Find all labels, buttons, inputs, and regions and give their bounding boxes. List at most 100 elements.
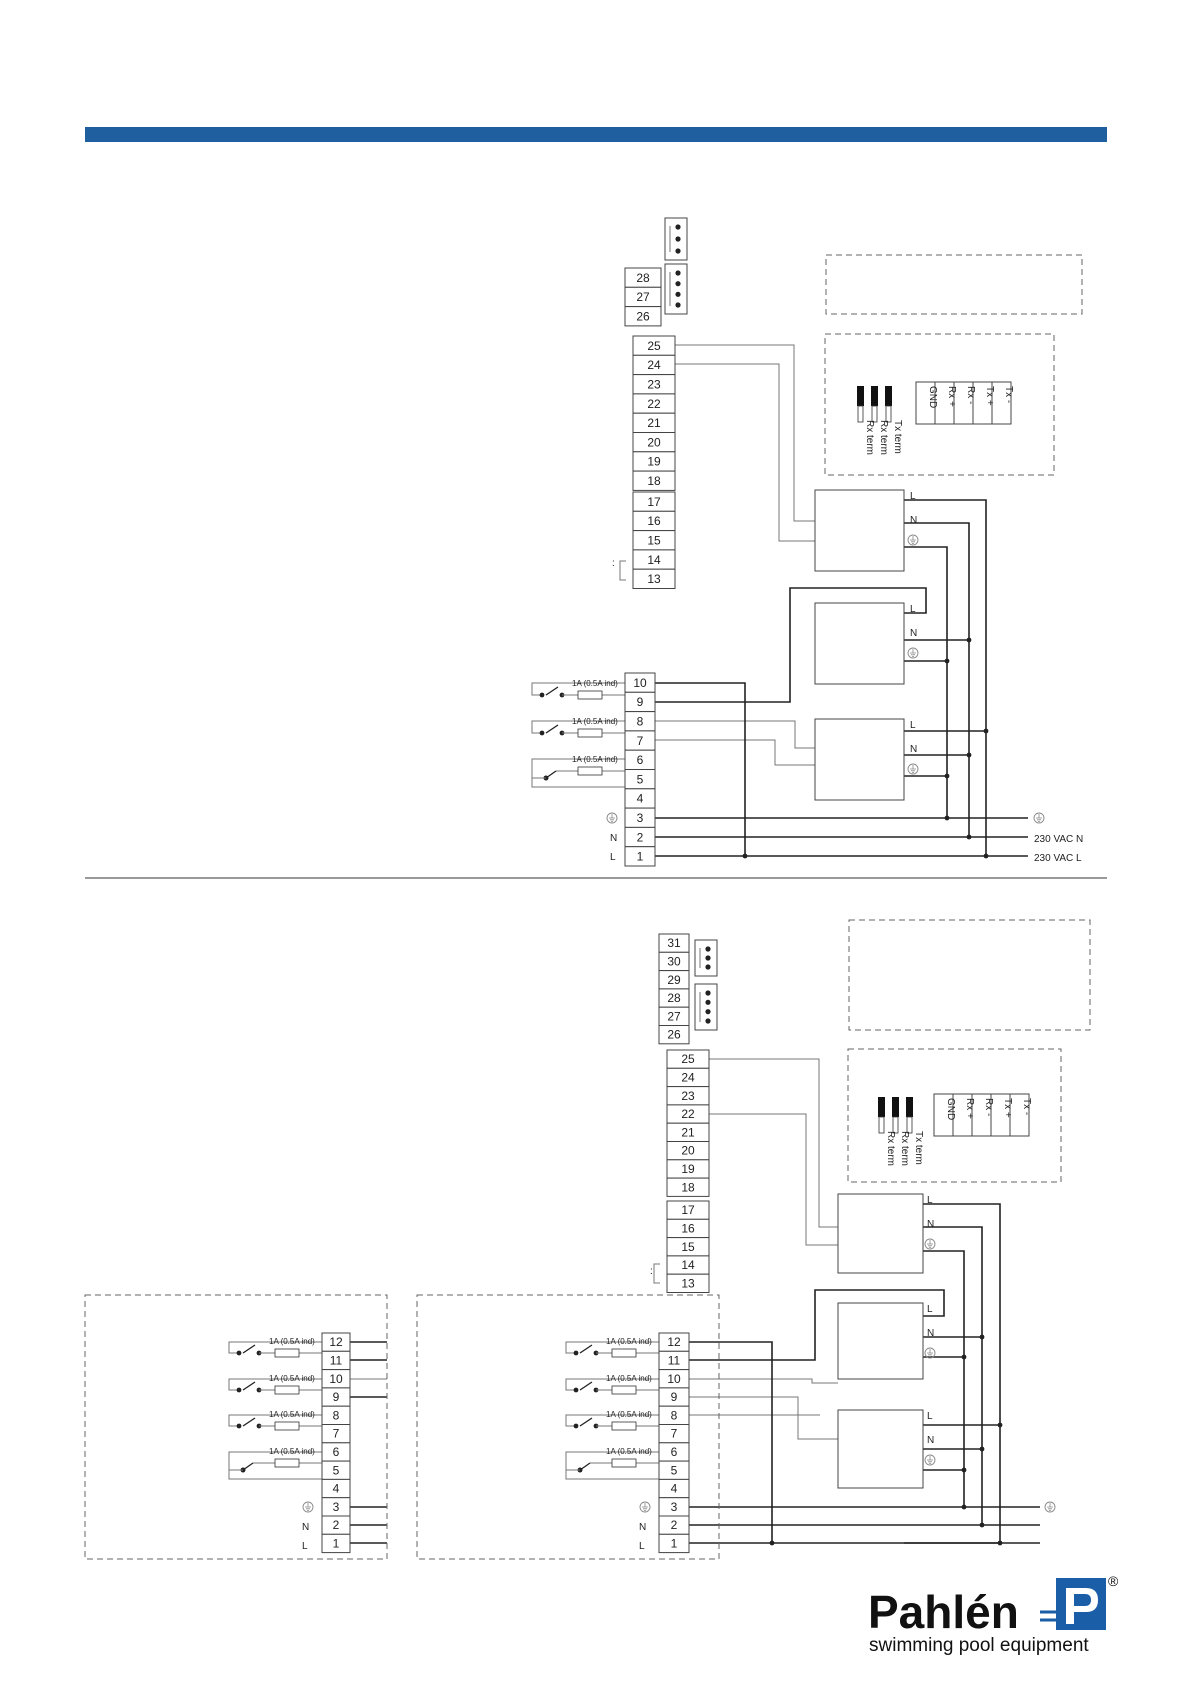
top-term-jumpers-label: Rx term [864,420,875,455]
expansion-left-block-pin-label: 8 [333,1408,340,1422]
wire [228,1474,322,1480]
top-relay-3-fuse-icon [577,766,603,776]
top-term-jumpers-label: Tx term [892,420,903,454]
junction-dot [961,1467,967,1473]
exp-right-N-label: N [639,1522,646,1533]
registered-mark: ® [1108,1573,1119,1589]
wire [689,1378,838,1384]
junction-dot [539,692,545,698]
expansion-right-block-pin-label: 4 [671,1482,678,1496]
jumper-mark: : [612,558,615,569]
exp-right-relay-4-contact [579,1462,591,1471]
top-block-d-pin-label: 6 [637,753,644,767]
wire [565,1474,659,1480]
wire [689,1289,945,1361]
module-N-label: N [910,744,917,755]
top-plug-lower [664,263,688,315]
exp-left-relay-1-fuse-icon [274,1348,300,1358]
wire [709,1113,838,1246]
bottom-block-a-pin-label: 29 [667,973,681,987]
expansion-right-block-pin [658,1533,690,1554]
top-relay-3-fuse-label: 1A (0.5A ind) [572,755,618,764]
junction-dot [997,1540,1003,1546]
expansion-left-block-pin-label: 7 [333,1427,340,1441]
expansion-box-left [84,1294,388,1560]
top-plug-upper-pin-dot [675,248,681,254]
expansion-left-block-pin-label: 2 [333,1518,340,1532]
earth-icon-glyph [305,1503,311,1511]
top-relay-1-contact [545,686,559,696]
top-term-jumpers-jumper-pin [885,405,892,423]
junction-dot [966,834,972,840]
exp-left-relay-2-contact [242,1381,256,1391]
top-block-b-pin-label: 25 [647,339,661,353]
exp-left-relay-2-fuse-label: 1A (0.5A ind) [269,1374,315,1383]
bottom-block-c-pin-label: 16 [681,1221,695,1235]
bottom-term-jumpers-jumper-pin [878,1116,885,1134]
wire [228,1341,322,1354]
bottom-block-c-pin-label: 14 [681,1258,695,1272]
exp-right-relay-2-fuse-icon [611,1385,637,1395]
module-N-label: N [910,515,917,526]
exp-left-relay-3-fuse-icon [274,1421,300,1431]
wire [531,720,625,734]
exp-right-relay-4-fuse-icon [611,1458,637,1468]
bottom-block-b-pin-label: 22 [681,1107,695,1121]
module-earth-icon [907,647,919,659]
expansion-left-block-pin-label: 4 [333,1482,340,1496]
top-block-b-pin-label: 23 [647,377,661,391]
top-block-d-pin-label: 2 [637,830,644,844]
bottom-block-c-pin [666,1273,710,1293]
top-block-d-pin-label: 8 [637,714,644,728]
bottom-term-jumpers-label: Tx term [913,1131,924,1165]
top-block-d-pin-label: 4 [637,792,644,806]
expansion-right-block-pin-label: 1 [671,1536,678,1550]
bottom-supply-earth-icon [1044,1501,1056,1513]
exp-right-earth-icon [639,1501,651,1513]
top-plug-upper-pin-dot [675,224,681,230]
junction-dot [573,1350,579,1356]
expansion-left-block-pin-label: 11 [330,1353,343,1367]
expansion-left-block-pin-label: 6 [333,1445,340,1459]
bottom-term-jumpers-jumper [892,1097,899,1117]
bottom-plug-upper-pin-dot [705,955,711,961]
earth-icon-glyph [609,814,615,822]
expansion-left-block-pin-label: 1 [333,1536,340,1550]
bottom-block-c-pin-label: 17 [681,1203,695,1217]
wire [709,1058,838,1228]
bottom-block-b-pin-label: 25 [681,1052,695,1066]
top-plug-upper-pin-dot [675,236,681,242]
wire [619,560,626,581]
bottom-block-a-pin-label: 27 [667,1009,681,1023]
wire [904,499,987,856]
module-L-label: L [910,604,916,615]
exp-left-relay-4-fuse-label: 1A (0.5A ind) [269,1447,315,1456]
expansion-right-block-pin-label: 12 [667,1335,681,1349]
vac-n-label: 230 VAC N [1034,834,1083,845]
wire [904,546,948,818]
expansion-right-block-pin-label: 8 [671,1408,678,1422]
junction-dot [236,1423,242,1429]
wire [565,1378,659,1391]
junction-dot [961,1354,967,1360]
bottom-dashed-panel-upper [848,919,1091,1031]
wire [655,739,815,766]
junction-dot [944,773,950,779]
bottom-plug-upper-pin-dot [705,946,711,952]
wire [565,1341,659,1354]
top-term-jumpers-jumper-pin [857,405,864,423]
junction-dot [979,1522,985,1528]
earth-icon-glyph [910,765,916,773]
wires [228,344,1040,1546]
top-term-jumpers-jumper [885,386,892,406]
header-bar [85,127,1107,142]
top-block-d-pin-label: 5 [637,772,644,786]
top-relay-3-contact [545,770,557,779]
exp-left-relay-4-contact [242,1462,254,1471]
bottom-block-b-pin-label: 19 [681,1162,695,1176]
top-block-c-pin-label: 17 [647,495,661,509]
bottom-block-a-pin-label: 26 [667,1028,681,1042]
bottom-block-b-pin-label: 21 [681,1125,695,1139]
wire [228,1414,322,1427]
